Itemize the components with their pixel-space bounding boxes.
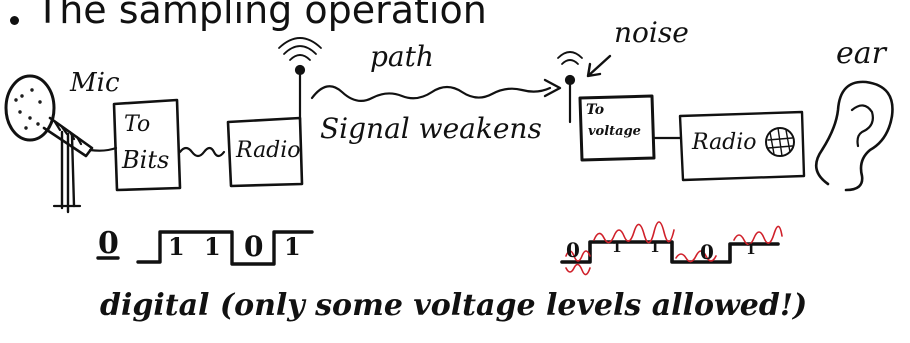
wire-squiggle — [178, 146, 226, 158]
label-to-voltage-1: To — [586, 102, 605, 118]
noise-scribble — [565, 221, 783, 276]
bit-label: 1 — [612, 240, 622, 256]
noise-arrow — [586, 54, 612, 78]
bit-label: 1 — [650, 240, 660, 256]
bit-label: 1 — [284, 232, 301, 261]
label-noise: noise — [614, 16, 689, 49]
to-voltage-box — [578, 94, 656, 162]
microphone-icon — [4, 74, 94, 214]
label-ear: ear — [836, 36, 886, 71]
bit-label: 0 — [244, 230, 264, 263]
bullet-point — [10, 16, 19, 25]
label-radio-rx: Radio — [692, 130, 757, 155]
label-mic: Mic — [70, 68, 120, 98]
label-radio-tx: Radio — [236, 138, 301, 163]
radio-tx-box — [226, 116, 304, 188]
digital-waveform-right — [560, 221, 783, 276]
label-to-voltage-2: voltage — [588, 124, 641, 139]
digital-waveform-left — [96, 230, 314, 266]
label-to-bits-1: To — [124, 112, 151, 137]
bit-label: 0 — [98, 226, 119, 261]
to-bits-box — [112, 98, 182, 192]
radio-rx-box — [678, 110, 806, 182]
mic-cable — [88, 146, 118, 152]
bit-label: 1 — [746, 242, 756, 258]
caption-digital: digital (only some voltage levels allowe… — [100, 288, 808, 323]
label-path: path — [370, 40, 434, 73]
bit-label: 1 — [204, 232, 221, 261]
ear-icon — [814, 80, 894, 192]
label-signal-weakens: Signal weakens — [320, 112, 542, 145]
bit-label: 1 — [168, 232, 185, 261]
bit-label: 0 — [566, 238, 580, 262]
speaker-grille-icon — [765, 127, 795, 157]
bit-label: 0 — [700, 240, 714, 264]
label-to-bits-2: Bits — [122, 146, 170, 174]
bullet-text: The sampling operation — [36, 0, 487, 32]
path-wave-arrow — [310, 85, 552, 103]
